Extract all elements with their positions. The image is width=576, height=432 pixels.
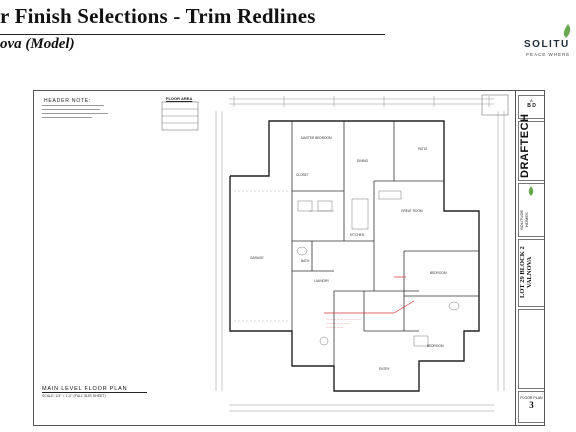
- builder-leaf-icon: [528, 186, 534, 196]
- interior-walls: [291, 121, 479, 366]
- room-label-closet: CLOSET: [296, 173, 309, 177]
- title-block-firm: DRAFTECH: [518, 113, 544, 181]
- redline-notes: — — — — — — — — — — — — — — — — — — — — …: [326, 317, 361, 329]
- plan-title-rule: [42, 392, 147, 393]
- room-label-bedroom-2: BEDROOM: [430, 271, 447, 275]
- room-label-great-room: GREAT ROOM: [401, 209, 423, 213]
- leaf-icon: [563, 24, 571, 38]
- fixtures: [296, 190, 460, 347]
- slide-subtitle: ova (Model): [0, 36, 75, 52]
- project-name: LOT 29 BLOCK 2 VALNOVA: [519, 246, 533, 298]
- title-block-sheet: FLOOR PLAN 3: [518, 391, 544, 423]
- floor-area-label: FLOOR AREA: [166, 96, 193, 101]
- svg-text:— — — — —: — — — — —: [326, 325, 343, 329]
- title-block-project: LOT 29 BLOCK 2 VALNOVA: [518, 239, 544, 307]
- brand-name: SOLITU: [524, 39, 570, 50]
- sheet-label: FLOOR PLAN: [520, 396, 543, 400]
- room-label-bedroom-3: BEDROOM: [427, 344, 444, 348]
- room-label-entry: ENTRY: [379, 367, 390, 371]
- dimension-lines: [215, 96, 505, 412]
- plan-legend-box: [481, 94, 509, 116]
- room-label-patio: PATIO: [418, 147, 428, 151]
- room-label-laundry: LAUNDRY: [314, 279, 330, 283]
- room-label-garage: GARAGE: [250, 256, 264, 260]
- abbrev-mid: B D: [527, 103, 536, 109]
- room-label-bath: BATH: [301, 259, 310, 263]
- title-rule: [0, 34, 385, 35]
- room-label-kitchen: KITCHEN: [350, 233, 364, 237]
- plan-sheet: HEADER NOTE: FLOOR AREA: [33, 90, 545, 426]
- title-block-builder: SOLITUDE HOMES: [518, 183, 544, 237]
- slide-title: r Finish Selections - Trim Redlines: [0, 4, 316, 28]
- plan-title: MAIN LEVEL FLOOR PLAN: [42, 386, 128, 392]
- svg-text:— — — — — — — — — —: — — — — — — — — — —: [326, 317, 361, 321]
- header-note-lines: [42, 105, 112, 121]
- brand-leaf-logo: [563, 24, 571, 38]
- title-block-revisions: [518, 309, 544, 389]
- title-block-abbrev: A B D: [518, 95, 544, 119]
- exterior-walls: [229, 120, 480, 392]
- sheet-number: 3: [529, 400, 534, 410]
- room-label-dining: DINING: [357, 159, 369, 163]
- redline-markups: [324, 276, 415, 314]
- svg-text:— — — — — — —: — — — — — — —: [326, 321, 350, 325]
- firm-logo: DRAFTECH: [519, 113, 531, 179]
- room-label-master-bedroom: MASTER BEDROOM: [301, 136, 332, 140]
- builder-name: SOLITUDE HOMES: [519, 210, 529, 231]
- title-block: A B D DRAFTECH SOLITUDE HOMES LOT 29 BLO…: [515, 91, 544, 425]
- abbrev-top: A: [530, 98, 533, 103]
- brand-tagline: PEACE WHERE: [526, 52, 571, 57]
- floor-plan-drawing: — — — — — — — — — — — — — — — — — — — — …: [161, 94, 509, 412]
- garage-door-lines: [234, 190, 288, 322]
- header-note-label: HEADER NOTE:: [44, 98, 92, 104]
- plan-scale: SCALE: 1/4" = 1'-0" (FULL SIZE SHEET): [42, 394, 106, 398]
